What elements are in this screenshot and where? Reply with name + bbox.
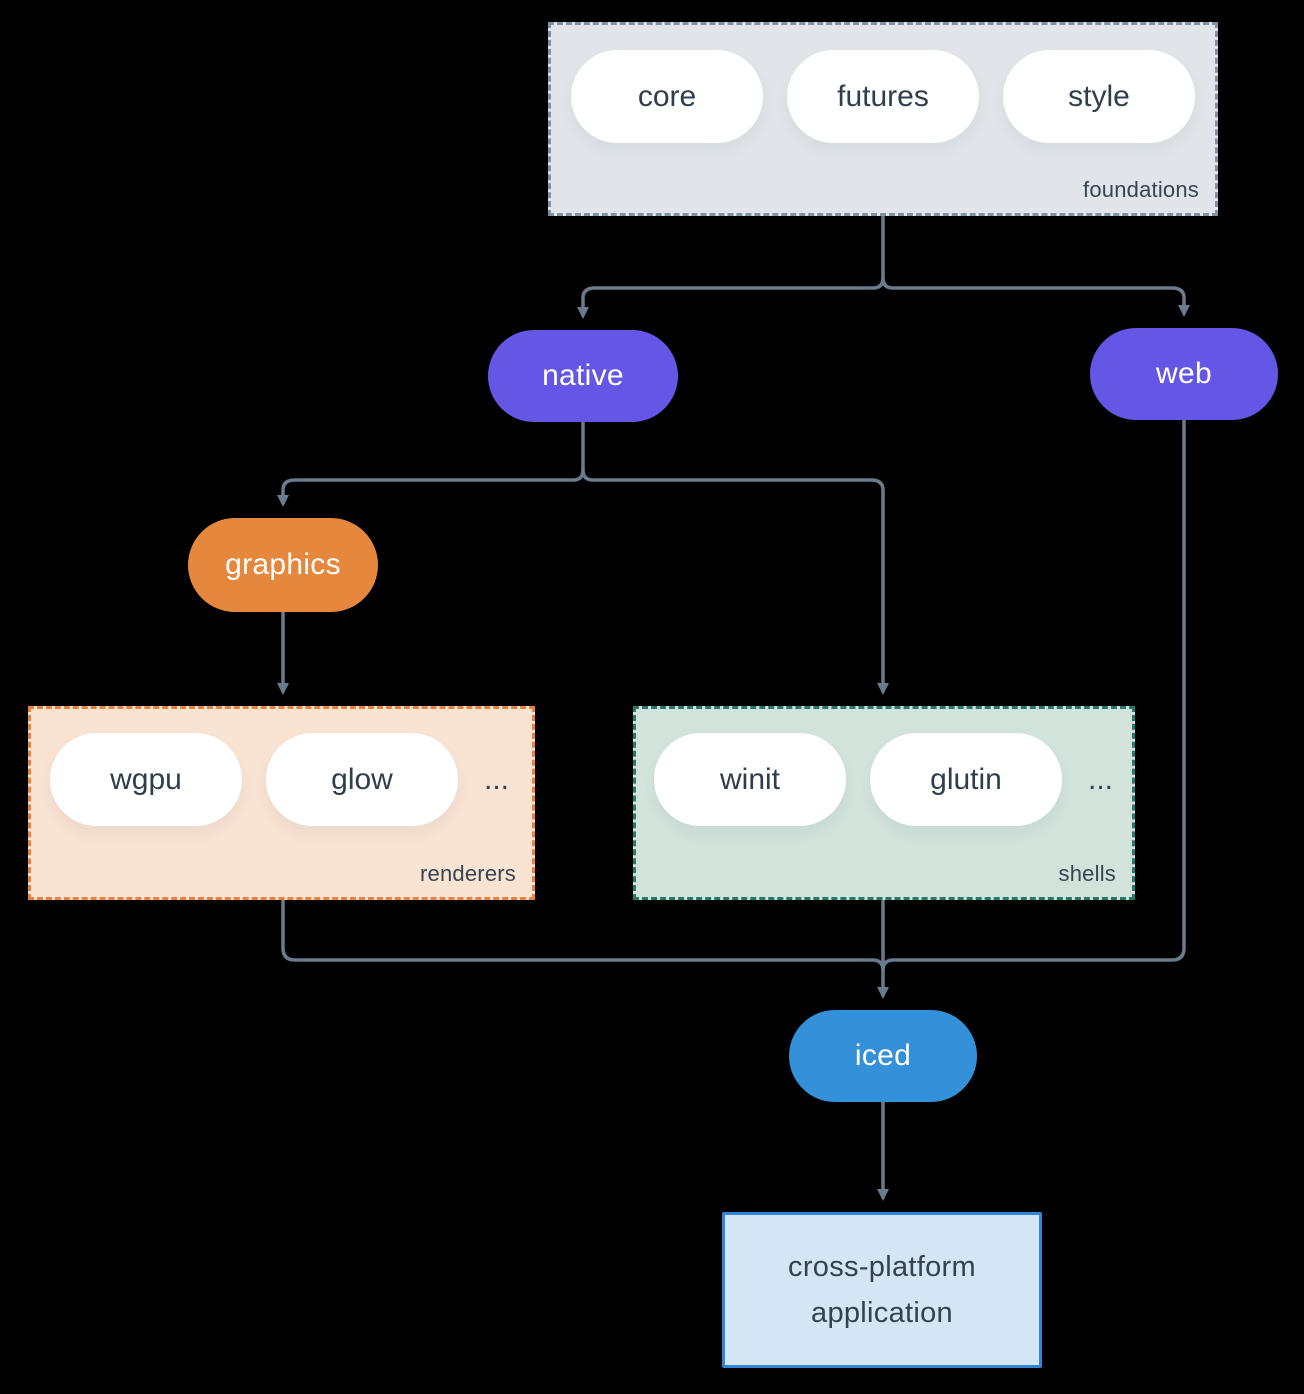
foundations-pills: core futures style: [571, 50, 1195, 143]
node-glutin: glutin: [870, 733, 1062, 826]
group-label-renderers: renderers: [420, 861, 516, 886]
node-core: core: [571, 50, 763, 143]
group-renderers: wgpu glow ... renderers: [28, 706, 535, 900]
group-shells: winit glutin ... shells: [633, 706, 1135, 900]
node-web: web: [1090, 328, 1278, 420]
node-cross-platform-application: cross-platform application: [722, 1212, 1042, 1368]
group-label-shells: shells: [1058, 861, 1116, 886]
edge-foundations-web: [881, 277, 1190, 317]
edge-foundations-native: [577, 216, 885, 319]
renderers-ellipsis: ...: [484, 762, 510, 796]
node-native: native: [488, 330, 678, 422]
node-graphics: graphics: [188, 518, 378, 612]
node-wgpu: wgpu: [50, 733, 242, 826]
group-foundations: core futures style foundations: [548, 22, 1218, 216]
group-label-foundations: foundations: [1083, 177, 1199, 202]
edge-native-shells: [581, 469, 889, 695]
edge-renderers-iced: [281, 900, 885, 971]
renderers-pills: wgpu glow ...: [50, 733, 509, 826]
node-iced: iced: [789, 1010, 977, 1102]
node-winit: winit: [654, 733, 846, 826]
edge-native-graphics: [277, 422, 585, 507]
node-glow: glow: [266, 733, 458, 826]
shells-ellipsis: ...: [1088, 762, 1114, 796]
shells-pills: winit glutin ...: [654, 733, 1113, 826]
node-style: style: [1003, 50, 1195, 143]
node-futures: futures: [787, 50, 979, 143]
